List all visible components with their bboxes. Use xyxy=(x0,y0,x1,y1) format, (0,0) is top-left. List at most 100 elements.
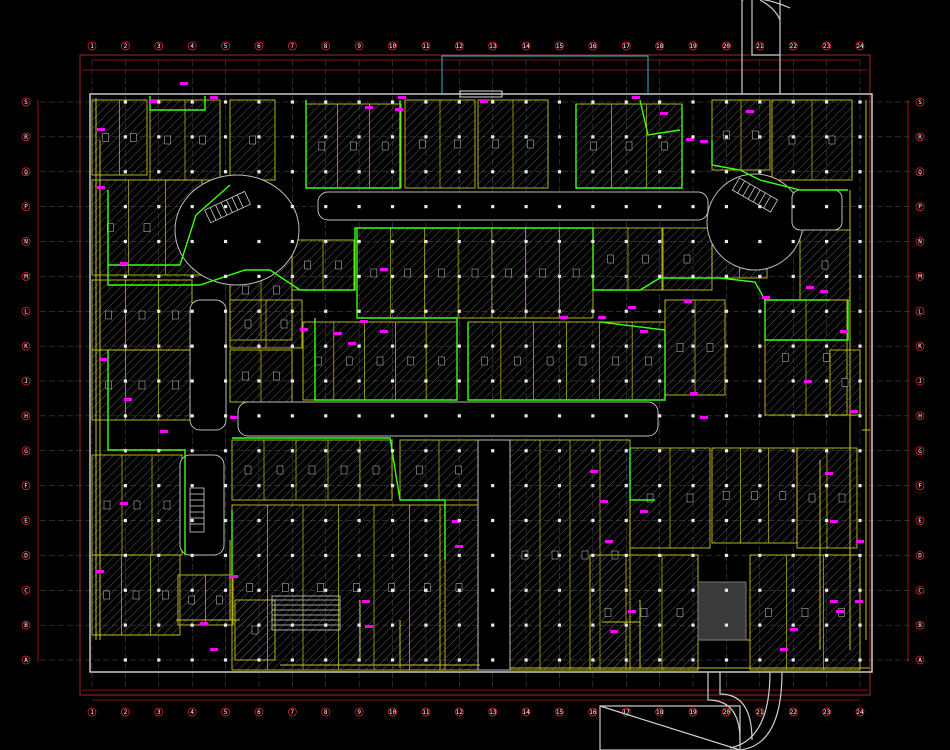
grid-axis-bubble-icon xyxy=(121,41,130,51)
column-icon xyxy=(624,309,628,313)
annotation-tag xyxy=(96,570,104,573)
grid-row-label: G xyxy=(24,448,28,455)
column-icon xyxy=(223,100,228,104)
column-icon xyxy=(491,414,495,418)
column-icon xyxy=(157,274,161,278)
grid-axis-bubble-icon xyxy=(87,41,97,51)
column-icon xyxy=(390,588,395,592)
stair-icon xyxy=(731,177,779,213)
column-icon xyxy=(457,553,461,557)
stair-icon xyxy=(189,487,205,533)
grid-row-label: B xyxy=(24,622,28,629)
column-icon xyxy=(658,309,662,313)
column-icon xyxy=(123,344,127,348)
column-icon xyxy=(858,379,862,383)
grid-column-label: 1 xyxy=(90,43,94,50)
column-icon xyxy=(858,414,862,418)
grid-axis-bubble-icon xyxy=(755,41,765,51)
column-icon xyxy=(290,518,294,523)
column-icon xyxy=(858,518,862,523)
column-icon xyxy=(691,170,695,174)
column-icon xyxy=(658,484,662,488)
grid-axis-bubble-icon xyxy=(915,237,925,246)
column-icon xyxy=(491,344,495,348)
column-icon xyxy=(591,170,595,174)
column-icon xyxy=(791,588,795,592)
column-icon xyxy=(190,553,194,557)
column-icon xyxy=(791,274,795,278)
grid-axis-bubble-icon xyxy=(187,707,197,717)
column-icon xyxy=(390,344,395,348)
column-icon xyxy=(123,379,127,383)
column-icon xyxy=(658,205,662,209)
grid-column-label: 9 xyxy=(357,709,361,716)
grid-row-label: D xyxy=(24,552,28,559)
column-icon xyxy=(290,344,294,348)
column-icon xyxy=(858,344,862,348)
annotation-tag xyxy=(452,520,460,523)
column-icon xyxy=(591,100,595,104)
column-icon xyxy=(223,623,228,627)
column-icon xyxy=(491,274,495,278)
column-icon xyxy=(324,135,328,139)
column-icon xyxy=(424,623,428,627)
column-icon xyxy=(825,239,829,244)
column-icon xyxy=(758,484,762,488)
grid-row-label: C xyxy=(918,587,922,594)
vehicle-ramp-south xyxy=(599,671,783,750)
stair-icon xyxy=(271,595,341,631)
grid-axis-bubble-icon xyxy=(87,707,97,717)
column-icon xyxy=(858,274,862,278)
column-icon xyxy=(591,414,595,418)
annotation-tag xyxy=(362,600,370,603)
atrium-voids xyxy=(174,173,843,671)
grid-axis-bubble-icon xyxy=(855,707,865,717)
column-icon xyxy=(524,588,528,592)
column-icon xyxy=(390,379,395,383)
grid-axis-bubble-icon xyxy=(588,707,598,717)
annotation-tag xyxy=(360,320,368,323)
column-icon xyxy=(491,623,495,627)
column-icon xyxy=(290,414,294,418)
column-icon xyxy=(658,449,662,453)
column-icon xyxy=(858,553,862,557)
annotation-tag xyxy=(855,600,863,603)
grid-axis-bubble-icon xyxy=(555,707,564,717)
grid-axis-bubble-icon xyxy=(915,411,925,421)
column-icon xyxy=(190,274,194,278)
grid-row-label: N xyxy=(24,239,28,246)
grid-axis-bubble-icon xyxy=(21,446,31,456)
grid-axis-bubble-icon xyxy=(221,707,230,717)
column-icon xyxy=(557,170,562,174)
grid-axis-bubble-icon xyxy=(621,707,631,717)
annotation-tag xyxy=(640,330,648,333)
column-icon xyxy=(658,135,662,139)
column-icon xyxy=(357,414,361,418)
annotation-tag xyxy=(200,622,208,625)
column-icon xyxy=(658,239,662,244)
annotation-tag xyxy=(780,648,788,651)
column-icon xyxy=(491,518,495,523)
column-icon xyxy=(825,449,829,453)
column-icon xyxy=(691,309,695,313)
grid-row-label: R xyxy=(918,134,922,141)
column-icon xyxy=(223,553,228,557)
column-icon xyxy=(691,553,695,557)
column-icon xyxy=(324,553,328,557)
grid-column-label: 13 xyxy=(489,43,497,50)
grid-axis-bubble-icon xyxy=(915,306,925,316)
column-icon xyxy=(758,309,762,313)
grid-row-label: K xyxy=(24,343,28,350)
column-icon xyxy=(724,135,729,139)
column-icon xyxy=(591,553,595,557)
column-icon xyxy=(524,344,528,348)
column-icon xyxy=(491,484,495,488)
column-icon xyxy=(390,553,395,557)
column-icon xyxy=(524,658,528,662)
grid-axis-bubble-icon xyxy=(21,132,31,142)
column-icon xyxy=(157,449,161,453)
column-icon xyxy=(691,205,695,209)
column-icon xyxy=(724,553,729,557)
column-icon xyxy=(424,170,428,174)
column-icon xyxy=(290,623,294,627)
